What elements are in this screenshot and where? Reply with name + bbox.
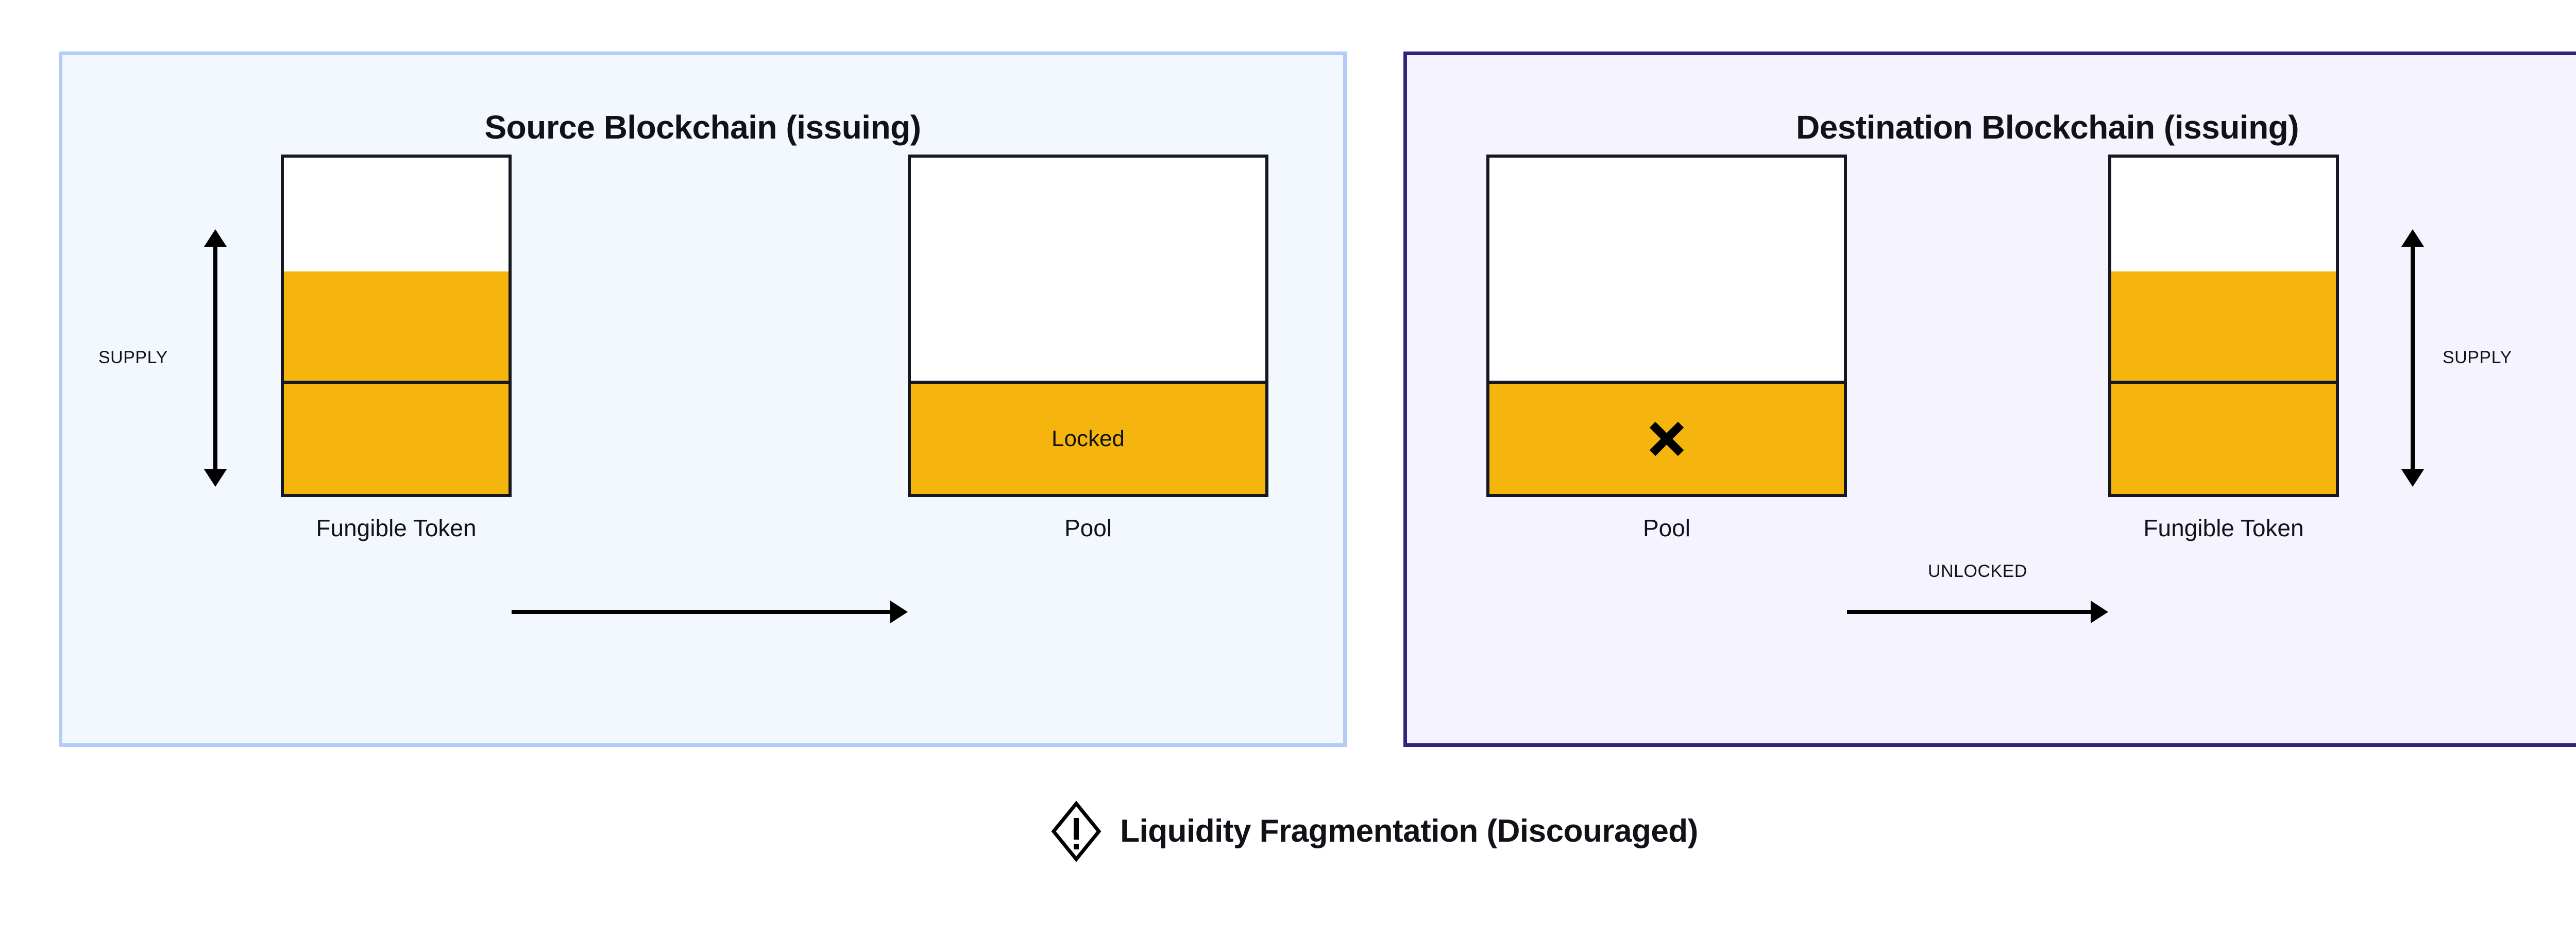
supply-label-destination: SUPPLY: [2443, 348, 2512, 367]
panel-source-blockchain: Source Blockchain (issuing) SUPPLY Fungi…: [59, 52, 1347, 747]
bar-segment-pool-empty: [1489, 381, 1844, 494]
footer-caption: Liquidity Fragmentation (Discouraged): [1120, 813, 1698, 849]
arrow-head-right-icon: [890, 601, 908, 623]
bar-caption-fungible-token-source: Fungible Token: [316, 515, 477, 541]
panel-destination-title: Destination Blockchain (issuing): [1795, 109, 2299, 146]
warning-diamond-icon: [1051, 801, 1101, 862]
arrow-shaft: [2411, 243, 2415, 473]
panel-destination-blockchain: Destination Blockchain (issuing) Pool UN…: [1403, 52, 2576, 747]
bar-pool-destination: [1486, 155, 1847, 497]
bar-caption-fungible-token-destination: Fungible Token: [2143, 515, 2304, 541]
bar-segment-filled-upper: [284, 271, 509, 381]
bar-segment-label-locked: Locked: [1052, 426, 1125, 451]
flow-arrow-lock: [512, 601, 908, 623]
bar-caption-pool-source: Pool: [1064, 515, 1112, 541]
arrow-head-down-icon: [2401, 469, 2424, 487]
bar-fungible-token-source: [281, 155, 512, 497]
arrow-shaft: [1847, 610, 2095, 614]
bar-segment-filled-lower: [2111, 381, 2336, 494]
cross-x-icon: [1647, 419, 1687, 459]
flow-arrow-label-unlock: UNLOCKED: [1928, 561, 2027, 581]
bar-segment-locked: Locked: [911, 381, 1265, 494]
arrow-head-right-icon: [2091, 601, 2108, 623]
panel-source-title: Source Blockchain (issuing): [484, 109, 921, 146]
supply-label-source: SUPPLY: [98, 348, 168, 367]
bar-fungible-token-destination: [2108, 155, 2339, 497]
arrow-shaft: [512, 610, 894, 614]
supply-arrow-source: [204, 229, 227, 487]
arrow-head-down-icon: [204, 469, 227, 487]
bar-pool-source: Locked: [908, 155, 1268, 497]
flow-arrow-unlock: [1847, 601, 2108, 623]
footer-note: Liquidity Fragmentation (Discouraged): [0, 801, 2576, 862]
bar-caption-pool-destination: Pool: [1642, 515, 1691, 541]
bar-segment-filled-lower: [284, 381, 509, 494]
arrow-shaft: [213, 243, 217, 473]
bar-segment-filled-upper: [2111, 271, 2336, 381]
supply-arrow-destination: [2401, 229, 2424, 487]
